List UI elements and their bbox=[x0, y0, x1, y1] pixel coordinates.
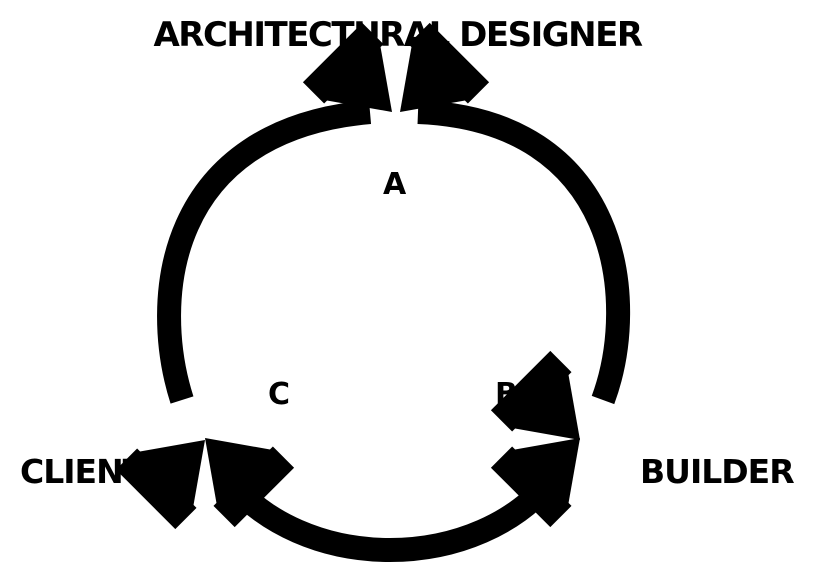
arc-client-to-designer bbox=[157, 100, 372, 404]
arc-client-to-builder bbox=[215, 467, 565, 562]
arc-letter-a: A bbox=[383, 167, 407, 202]
arc-letter-b: B bbox=[495, 377, 518, 412]
node-label-architectural-designer: ARCHITECTURAL DESIGNER bbox=[153, 15, 643, 55]
node-label-client: CLIENT bbox=[20, 452, 145, 491]
arrowhead-builder-lower bbox=[490, 350, 580, 440]
arrowhead-top-left bbox=[302, 22, 392, 112]
arrowhead-top-right bbox=[400, 22, 490, 112]
arrowhead-client-upper bbox=[205, 438, 295, 528]
arrowhead-client-lower bbox=[115, 440, 205, 530]
node-label-builder: BUILDER bbox=[640, 452, 795, 491]
arc-builder-to-designer bbox=[417, 100, 631, 405]
arc-letter-c: C bbox=[268, 377, 291, 412]
arrowhead-builder-upper bbox=[490, 438, 580, 528]
